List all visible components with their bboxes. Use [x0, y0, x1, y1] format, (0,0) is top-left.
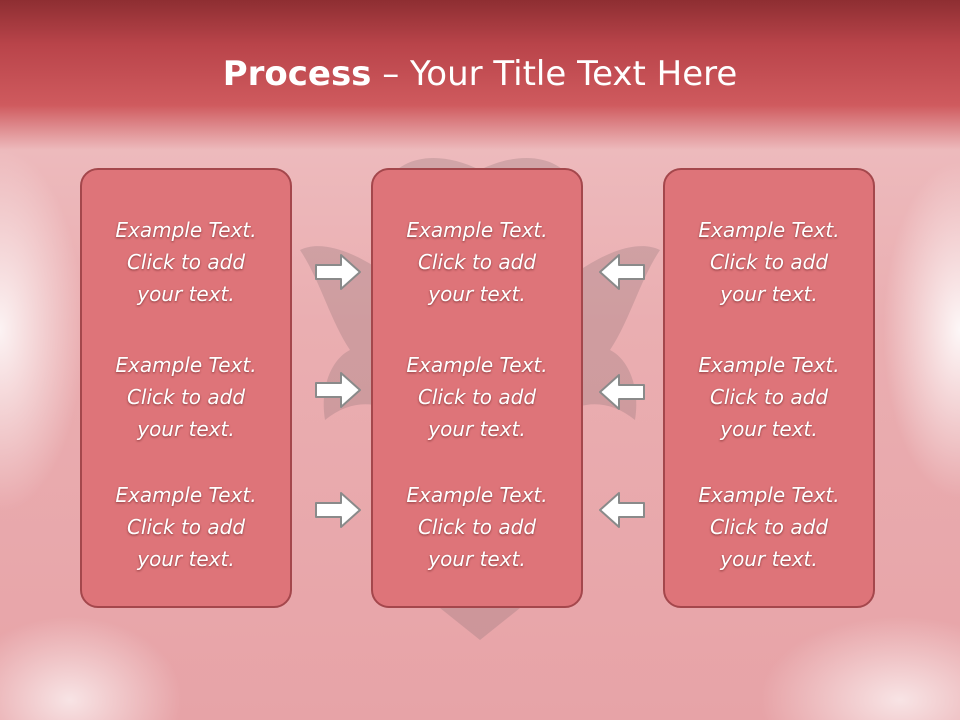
text-line: your text.: [137, 417, 235, 441]
text-line: Click to add: [709, 250, 829, 274]
text-placeholder[interactable]: Example Text. Click to add your text.: [82, 214, 290, 310]
text-placeholder[interactable]: Example Text. Click to add your text.: [82, 349, 290, 445]
text-line: Example Text.: [406, 218, 548, 242]
text-line: Example Text.: [115, 218, 257, 242]
page-title[interactable]: Process – Your Title Text Here: [0, 52, 960, 96]
text-line: Click to add: [417, 385, 537, 409]
text-line: your text.: [428, 547, 526, 571]
title-rest: – Your Title Text Here: [371, 54, 738, 94]
text-line: Click to add: [709, 385, 829, 409]
text-line: Example Text.: [698, 353, 840, 377]
text-line: your text.: [428, 417, 526, 441]
arrow-right-icon[interactable]: [313, 252, 363, 292]
arrow-left-icon[interactable]: [597, 490, 647, 530]
process-box-center[interactable]: Example Text. Click to add your text. Ex…: [371, 168, 583, 608]
text-line: Example Text.: [115, 353, 257, 377]
title-bar: [0, 0, 960, 150]
text-line: your text.: [137, 282, 235, 306]
text-line: your text.: [720, 417, 818, 441]
text-line: Click to add: [126, 515, 246, 539]
text-placeholder[interactable]: Example Text. Click to add your text.: [373, 349, 581, 445]
text-line: Example Text.: [406, 353, 548, 377]
arrow-right-icon[interactable]: [313, 370, 363, 410]
arrow-left-icon[interactable]: [597, 372, 647, 412]
text-placeholder[interactable]: Example Text. Click to add your text.: [373, 214, 581, 310]
text-line: Click to add: [126, 385, 246, 409]
text-line: your text.: [137, 547, 235, 571]
text-placeholder[interactable]: Example Text. Click to add your text.: [665, 349, 873, 445]
text-line: Example Text.: [698, 483, 840, 507]
process-box-left[interactable]: Example Text. Click to add your text. Ex…: [80, 168, 292, 608]
text-line: your text.: [720, 547, 818, 571]
arrow-right-icon[interactable]: [313, 490, 363, 530]
text-placeholder[interactable]: Example Text. Click to add your text.: [82, 479, 290, 575]
text-line: Click to add: [417, 250, 537, 274]
process-box-right[interactable]: Example Text. Click to add your text. Ex…: [663, 168, 875, 608]
text-line: your text.: [720, 282, 818, 306]
text-placeholder[interactable]: Example Text. Click to add your text.: [373, 479, 581, 575]
text-line: Click to add: [417, 515, 537, 539]
text-line: your text.: [428, 282, 526, 306]
text-line: Example Text.: [698, 218, 840, 242]
text-line: Example Text.: [406, 483, 548, 507]
text-placeholder[interactable]: Example Text. Click to add your text.: [665, 214, 873, 310]
text-line: Click to add: [126, 250, 246, 274]
text-placeholder[interactable]: Example Text. Click to add your text.: [665, 479, 873, 575]
title-bold: Process: [222, 54, 372, 94]
text-line: Example Text.: [115, 483, 257, 507]
text-line: Click to add: [709, 515, 829, 539]
arrow-left-icon[interactable]: [597, 252, 647, 292]
